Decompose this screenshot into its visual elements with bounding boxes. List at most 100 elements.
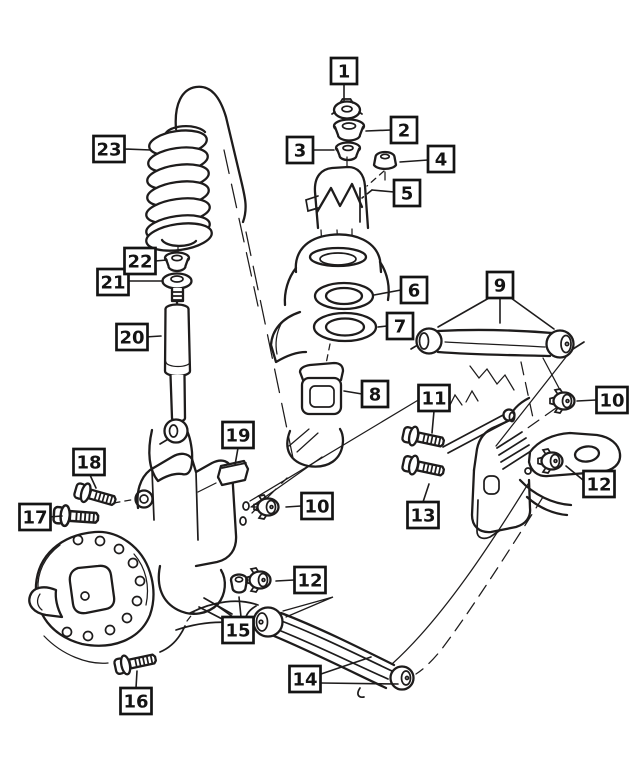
callout-leader-line xyxy=(285,505,302,508)
callout-box[interactable] xyxy=(285,135,315,165)
callout-12-center[interactable]: 12 xyxy=(275,565,327,595)
callout-18[interactable]: 18 xyxy=(72,447,106,489)
shock-absorber xyxy=(163,299,192,444)
callout-3[interactable]: 3 xyxy=(285,135,335,165)
callout-box[interactable] xyxy=(399,275,429,305)
callout-1[interactable]: 1 xyxy=(329,56,359,102)
clip-19 xyxy=(197,459,250,493)
callout-number: 5 xyxy=(401,184,414,205)
bolt-11 xyxy=(400,423,447,453)
callout-leader-line xyxy=(437,297,490,328)
callout-19[interactable]: 19 xyxy=(221,420,255,466)
callout-15[interactable]: 15 xyxy=(215,596,255,645)
frame-rail-outline xyxy=(174,85,294,459)
callout-number: 1 xyxy=(338,62,351,83)
callout-box[interactable] xyxy=(417,383,451,413)
callout-box[interactable] xyxy=(360,379,390,409)
callout-12-right[interactable]: 12 xyxy=(565,465,616,499)
callout-number: 2 xyxy=(398,121,411,142)
callout-box[interactable] xyxy=(389,115,419,145)
retainer-washer-2 xyxy=(332,118,366,142)
spring-lower-seat xyxy=(286,427,345,468)
callout-number: 13 xyxy=(410,506,435,527)
upper-shock-bracket-5 xyxy=(305,165,370,250)
callout-9[interactable]: 9 xyxy=(437,270,555,330)
callout-20[interactable]: 20 xyxy=(115,322,162,352)
callout-leader-line xyxy=(422,483,430,503)
callout-number: 9 xyxy=(494,276,507,297)
callout-box[interactable] xyxy=(72,447,106,477)
spring-retainer-washer-22 xyxy=(163,251,191,273)
callout-number: 11 xyxy=(421,389,446,410)
crown-nut-10-center xyxy=(252,493,280,521)
callout-number: 20 xyxy=(119,328,144,349)
callout-6[interactable]: 6 xyxy=(373,275,429,305)
callout-box[interactable] xyxy=(115,322,149,352)
grommet-3 xyxy=(334,141,362,171)
callout-leader-line xyxy=(215,604,234,618)
callout-number: 22 xyxy=(127,252,152,273)
callout-2[interactable]: 2 xyxy=(365,115,419,145)
callout-box[interactable] xyxy=(582,469,616,499)
callout-number: 19 xyxy=(225,426,250,447)
callout-number: 6 xyxy=(408,281,421,302)
callout-leader-line xyxy=(431,410,435,434)
callout-10-right[interactable]: 10 xyxy=(576,385,629,415)
callout-box[interactable] xyxy=(221,615,255,645)
bolt-13 xyxy=(400,452,447,482)
grommet-washer-21 xyxy=(161,272,193,303)
callout-box[interactable] xyxy=(406,500,440,530)
callout-16[interactable]: 16 xyxy=(119,670,153,716)
callout-17[interactable]: 17 xyxy=(18,502,63,532)
callout-5[interactable]: 5 xyxy=(361,178,422,208)
callout-number: 15 xyxy=(225,621,250,642)
callout-box[interactable] xyxy=(385,311,415,341)
callout-box[interactable] xyxy=(221,420,255,450)
callout-number: 12 xyxy=(586,475,611,496)
callout-number: 4 xyxy=(435,150,448,171)
callout-box[interactable] xyxy=(119,686,153,716)
callout-box[interactable] xyxy=(96,267,130,297)
callout-leader-line xyxy=(123,148,152,151)
callout-box[interactable] xyxy=(300,491,334,521)
callout-14[interactable]: 14 xyxy=(288,656,399,694)
callout-8[interactable]: 8 xyxy=(343,379,390,409)
callout-box[interactable] xyxy=(18,502,52,532)
callout-box[interactable] xyxy=(288,664,322,694)
callout-13[interactable]: 13 xyxy=(406,483,440,530)
callout-leader-line xyxy=(371,189,395,193)
callout-23[interactable]: 23 xyxy=(92,134,152,164)
callout-number: 23 xyxy=(96,140,121,161)
callout-box[interactable] xyxy=(293,565,327,595)
callout-box[interactable] xyxy=(329,56,359,86)
jounce-bumper-8 xyxy=(298,361,345,416)
callout-number: 8 xyxy=(369,385,382,406)
callout-leader-line xyxy=(399,159,429,163)
callout-7[interactable]: 7 xyxy=(377,311,415,341)
callout-leader-line xyxy=(234,447,239,466)
callout-4[interactable]: 4 xyxy=(399,144,456,174)
upper-control-arm-9 xyxy=(410,327,585,359)
callout-leader-line xyxy=(377,325,388,328)
callout-number: 10 xyxy=(599,391,624,412)
callout-box[interactable] xyxy=(392,178,422,208)
callout-leader-line xyxy=(343,390,363,395)
callout-number: 21 xyxy=(100,273,125,294)
callout-leader-line xyxy=(320,656,372,675)
callout-box[interactable] xyxy=(595,385,629,415)
nut-washer-12-center xyxy=(229,566,272,594)
callout-box[interactable] xyxy=(485,270,515,300)
callout-box[interactable] xyxy=(92,134,126,164)
callout-leader-line xyxy=(275,579,295,582)
callout-11[interactable]: 11 xyxy=(417,383,451,434)
callout-10-center[interactable]: 10 xyxy=(285,491,334,521)
callout-21[interactable]: 21 xyxy=(96,267,164,297)
callout-box[interactable] xyxy=(426,144,456,174)
callout-22[interactable]: 22 xyxy=(123,246,168,276)
callout-box[interactable] xyxy=(123,246,157,276)
callout-leader-line xyxy=(365,129,392,132)
shock-stem-nut-1 xyxy=(331,98,363,120)
axle-assembly xyxy=(28,427,259,664)
